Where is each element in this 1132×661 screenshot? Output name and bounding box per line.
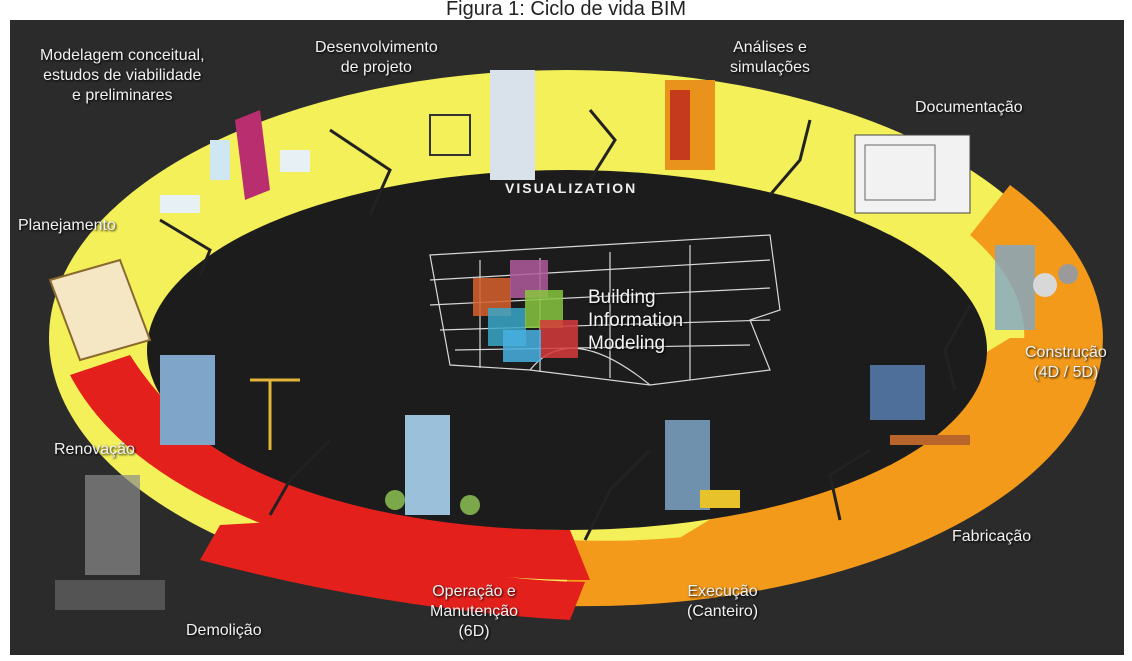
stage-planejamento-line-1: Planejamento — [18, 217, 116, 234]
figure-caption: Figura 1: Ciclo de vida BIM — [445, 0, 687, 20]
stage-label-demolicao: Demolição — [186, 621, 262, 641]
stage-conceitual-line-2: estudos de viabilidade — [43, 67, 202, 84]
stage-execucao-line-1: Execução — [687, 583, 758, 600]
stage-desenvolvimento-line-2: de projeto — [340, 59, 412, 76]
stage-label-construcao: Construção (4D / 5D) — [1025, 343, 1107, 383]
stage-construcao-line-2: (4D / 5D) — [1033, 364, 1099, 381]
stage-label-conceitual: Modelagem conceitual, estudos de viabili… — [40, 46, 205, 106]
stage-operacao-line-1: Operação e — [432, 583, 516, 600]
bim-lifecycle-diagram: VISUALIZATION Building Information Model… — [10, 20, 1124, 655]
stage-operacao-line-2: Manutenção — [430, 603, 519, 620]
stage-renovacao-line-1: Renovação — [54, 441, 135, 458]
segment-dividers — [159, 109, 972, 541]
stage-fabricacao-line-1: Fabricação — [952, 528, 1032, 545]
stage-demolicao-line-1: Demolição — [186, 622, 262, 639]
bim-title-line-1: Building — [588, 287, 656, 308]
lifecycle-ring-graphic: VISUALIZATION — [48, 70, 1103, 620]
bim-cubes-icon — [473, 260, 578, 362]
stage-operacao-line-3: (6D) — [458, 623, 490, 640]
ring-red-arrow — [200, 520, 585, 620]
stage-label-operacao: Operação e Manutenção (6D) — [430, 582, 518, 642]
ring-visualization-label: VISUALIZATION — [505, 180, 637, 196]
bim-center-title: Building Information Modeling — [588, 286, 683, 355]
stage-construcao-line-1: Construção — [1025, 344, 1107, 361]
stage-conceitual-line-1: Modelagem conceitual, — [40, 47, 205, 64]
stage-label-execucao: Execução (Canteiro) — [687, 582, 758, 622]
stage-analises-line-1: Análises e — [733, 39, 807, 56]
stage-analises-line-2: simulações — [730, 59, 811, 76]
stage-label-documentacao: Documentação — [915, 98, 1023, 118]
stage-conceitual-line-3: e preliminares — [72, 87, 173, 104]
stage-execucao-line-2: (Canteiro) — [687, 603, 759, 620]
stage-label-analises: Análises e simulações — [730, 38, 810, 78]
stage-desenvolvimento-line-1: Desenvolvimento — [315, 39, 438, 56]
bim-title-line-3: Modeling — [588, 333, 666, 354]
stage-label-fabricacao: Fabricação — [952, 527, 1031, 547]
stage-label-renovacao: Renovação — [54, 440, 135, 460]
stage-documentacao-line-1: Documentação — [915, 99, 1023, 116]
stage-illustrations — [48, 70, 1078, 610]
bim-title-line-2: Information — [588, 310, 684, 331]
stage-label-planejamento: Planejamento — [18, 216, 116, 236]
stage-label-desenvolvimento: Desenvolvimento de projeto — [315, 38, 438, 78]
